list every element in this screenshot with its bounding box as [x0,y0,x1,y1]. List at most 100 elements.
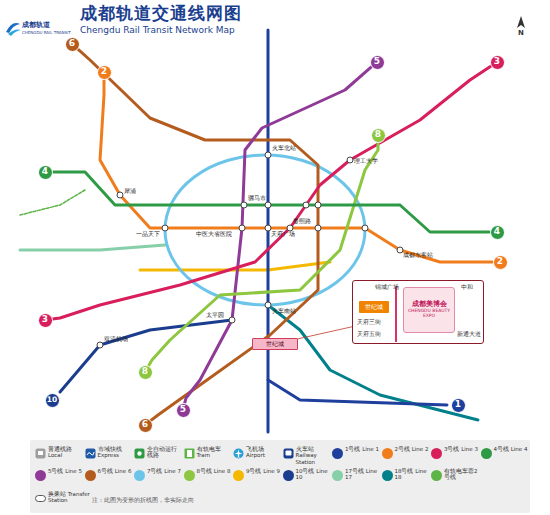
line-number: 3 [494,57,500,67]
legend-icon [36,449,46,459]
legend-swatch [382,470,393,481]
line-badge: 5 [370,55,385,70]
map-note: 注：此图为变形的折线图，非实际走向 [92,497,194,504]
metro-line [53,172,490,232]
logo-text: 成都轨道 [22,22,50,30]
legend-item: 有轨电车蓉2号线 [431,467,479,487]
legend-text: 3号线 Line 3 [444,446,479,452]
line-number: 2 [101,67,107,77]
transfer-station [303,202,309,208]
legend-item: 全自动运行线路 [134,445,182,465]
transfer-station [162,225,168,231]
legend-text: 换乘站 Transfer Station [48,491,91,504]
station-name: 中医大省医院 [196,231,232,238]
legend-item: 5号线 Line 5 [35,467,83,487]
legend-item: 1号线 Line 1 [332,445,380,465]
legend-text: 火车站 Railway Station [296,446,331,465]
legend-icon [134,448,145,459]
legend-swatch [431,470,442,481]
station-name: 火车南站 [272,308,296,315]
legend-text: 9号线 Line 9 [246,468,281,474]
legend-swatch [233,470,244,481]
legend-text: 8号线 Line 8 [197,468,232,474]
station-name: 太平园 [206,312,224,319]
legend-icon [235,450,243,458]
legend-swatch [382,448,393,459]
line-badge: 8 [138,365,153,380]
line-badge: 5 [176,403,191,418]
station-name: 骡马市 [248,195,266,202]
transfer-station [229,317,235,323]
line-number: 5 [180,405,186,415]
legend-item: 有轨电车 Tram [184,445,232,465]
legend-icon [187,450,192,457]
line-badge: 3 [490,55,505,70]
legend-icon [36,496,46,502]
legend-swatch [85,470,96,481]
legend-item: 18号线 Line 18 [382,467,430,487]
transfer-station [265,202,271,208]
line-badge: 10 [45,393,60,408]
logo-mark [8,30,21,37]
station-name: 双流机场 [104,336,128,343]
legend-icon [137,451,141,455]
legend-icon [85,448,96,459]
line-7-loop [165,155,365,305]
legend-icon [135,449,145,459]
legend-icon [184,449,194,459]
line-badge: 3 [38,313,53,328]
legend-item: 7号线 Line 7 [134,467,182,487]
legend-swatch [332,448,343,459]
legend-icon [35,448,46,459]
station-name: 一品天下 [136,231,160,238]
legend-text: 4号线 Line 4 [494,446,529,452]
legend-swatch [431,448,442,459]
legend-text: 市域快线 Express [98,446,133,459]
node-text: 天府三街 [357,319,381,326]
legend-item: 换乘站 Transfer Station [35,490,91,510]
inset-box: 锦城广场中和天府三街天府五街新通大道成都美博会CHENGDU BEAUTY EX… [352,280,484,344]
legend-swatch [481,448,492,459]
metro-line [149,143,378,366]
line-badge: 4 [38,165,53,180]
node-text: 新通大道 [457,331,481,338]
node-text: 天府五街 [357,331,381,338]
legend-text: 7号线 Line 7 [147,468,182,474]
map-title: 成都轨道交通线网图 [80,4,242,23]
transfer-station [97,342,103,348]
transfer-station [362,225,368,231]
legend-text: 飞机场 Airport [246,446,281,459]
line-badge: 4 [490,225,505,240]
legend-item: 10号线 Line 10 [283,467,331,487]
legend-panel [30,440,530,513]
metro-line [100,80,493,263]
legend-item: 2号线 Line 2 [382,445,430,465]
line-number: 8 [375,130,381,140]
legend-text: 5号线 Line 5 [48,468,83,474]
legend-icon [184,448,195,459]
logo-text: CHENGDU RAIL TRANSIT [22,31,71,35]
legend-swatch [184,470,195,481]
legend-item: 市域快线 Express [85,445,133,465]
line-17 [20,245,165,250]
legend-swatch [35,470,46,481]
line-number: 6 [142,420,148,430]
legend-item: 4号线 Line 4 [481,445,529,465]
legend-item: 3号线 Line 3 [431,445,479,465]
station-name: 天府广场 [271,231,295,238]
legend-item: 火车站 Railway Station [283,445,331,465]
station-name: 理工大学 [354,158,378,165]
station-name: 成都东客站 [403,252,433,259]
transfer-station [117,192,123,198]
transfer-station [315,225,321,231]
compass-arrow [517,16,525,28]
legend-icon [283,449,293,459]
line-badge: 1 [451,398,466,413]
transfer-station [265,152,271,158]
legend-icon [283,448,294,459]
line-number: 4 [42,167,48,177]
leader-line [298,327,352,339]
legend-item: 17号线 Line 17 [332,467,380,487]
legend-text: 1号线 Line 1 [345,446,380,452]
map-subtitle: Chengdu Rail Transit Network Map [80,26,235,36]
